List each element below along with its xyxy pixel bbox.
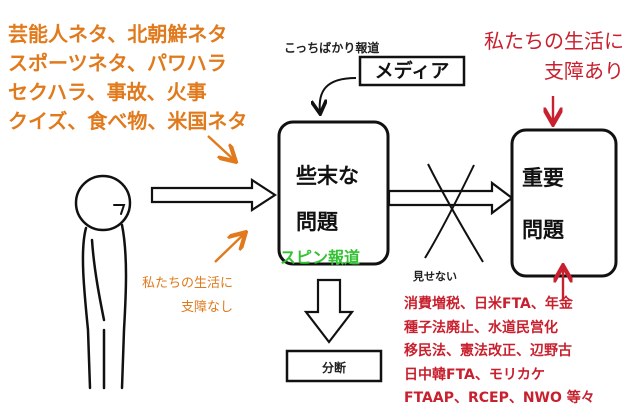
important-note-line: 私たちの生活に bbox=[484, 29, 624, 53]
trivial-note-line: 私たちの生活に bbox=[142, 276, 234, 291]
trivial-note: 私たちの生活に 支障なし bbox=[142, 272, 233, 320]
division-label: 分断 bbox=[321, 361, 346, 375]
important-issues-list: 消費増税、日米FTA、年金 種子法廃止、水道民営化 移民法、憲法改正、辺野古 日… bbox=[404, 293, 595, 411]
figure-body-right bbox=[120, 223, 128, 390]
issues-line: 消費増税、日米FTA、年金 bbox=[404, 296, 573, 312]
division-box bbox=[285, 349, 383, 383]
important-box-line2: 問題 bbox=[522, 218, 564, 242]
trivial-box-line2: 問題 bbox=[296, 210, 338, 234]
spin-label: スピン報道 bbox=[280, 248, 361, 267]
topics-line: クイズ、食べ物、米国ネタ bbox=[8, 109, 248, 133]
topics-line: セクハラ、事故、火事 bbox=[8, 80, 207, 104]
to-important-arrow bbox=[387, 180, 514, 216]
important-box bbox=[510, 128, 618, 278]
blocked-cross bbox=[424, 163, 484, 263]
division-arrow bbox=[303, 278, 355, 344]
view-arrow bbox=[150, 177, 278, 213]
media-arrow bbox=[320, 77, 357, 112]
figure-head bbox=[74, 174, 132, 232]
important-note-line: 支障あり bbox=[544, 59, 624, 83]
issues-line: 移民法、憲法改正、辺野古 bbox=[404, 343, 572, 359]
trivial-box bbox=[277, 120, 390, 266]
trivial-topics-list: 芸能人ネタ、北朝鮮ネタ スポーツネタ、パワハラ セクハラ、事故、火事 クイズ、食… bbox=[8, 20, 247, 136]
stick-figure bbox=[74, 174, 132, 390]
hidden-label: 見せない bbox=[413, 270, 457, 283]
trivial-box-line1: 些末な bbox=[296, 164, 359, 188]
topics-line: 芸能人ネタ、北朝鮮ネタ bbox=[8, 22, 228, 46]
figure-body-left bbox=[81, 226, 92, 390]
media-box bbox=[358, 55, 466, 87]
important-box-line1: 重要 bbox=[522, 166, 564, 190]
figure-face bbox=[113, 204, 126, 215]
figure-arm bbox=[90, 238, 106, 322]
issues-line: 日中韓FTA、モリカケ bbox=[404, 366, 545, 383]
media-caption: こっちばかり報道 bbox=[284, 41, 380, 55]
no-impact-arrow bbox=[214, 234, 244, 263]
important-note: 私たちの生活に 支障あり bbox=[484, 26, 624, 86]
issues-line: 種子法廃止、水道民営化 bbox=[404, 319, 558, 336]
media-label: メディア bbox=[374, 60, 450, 82]
trivial-note-line: 支障なし bbox=[181, 300, 234, 315]
topics-line: スポーツネタ、パワハラ bbox=[8, 51, 227, 75]
issues-line: FTAAP、RCEP、NWO 等々 bbox=[404, 390, 595, 406]
topics-arrow bbox=[207, 135, 234, 160]
